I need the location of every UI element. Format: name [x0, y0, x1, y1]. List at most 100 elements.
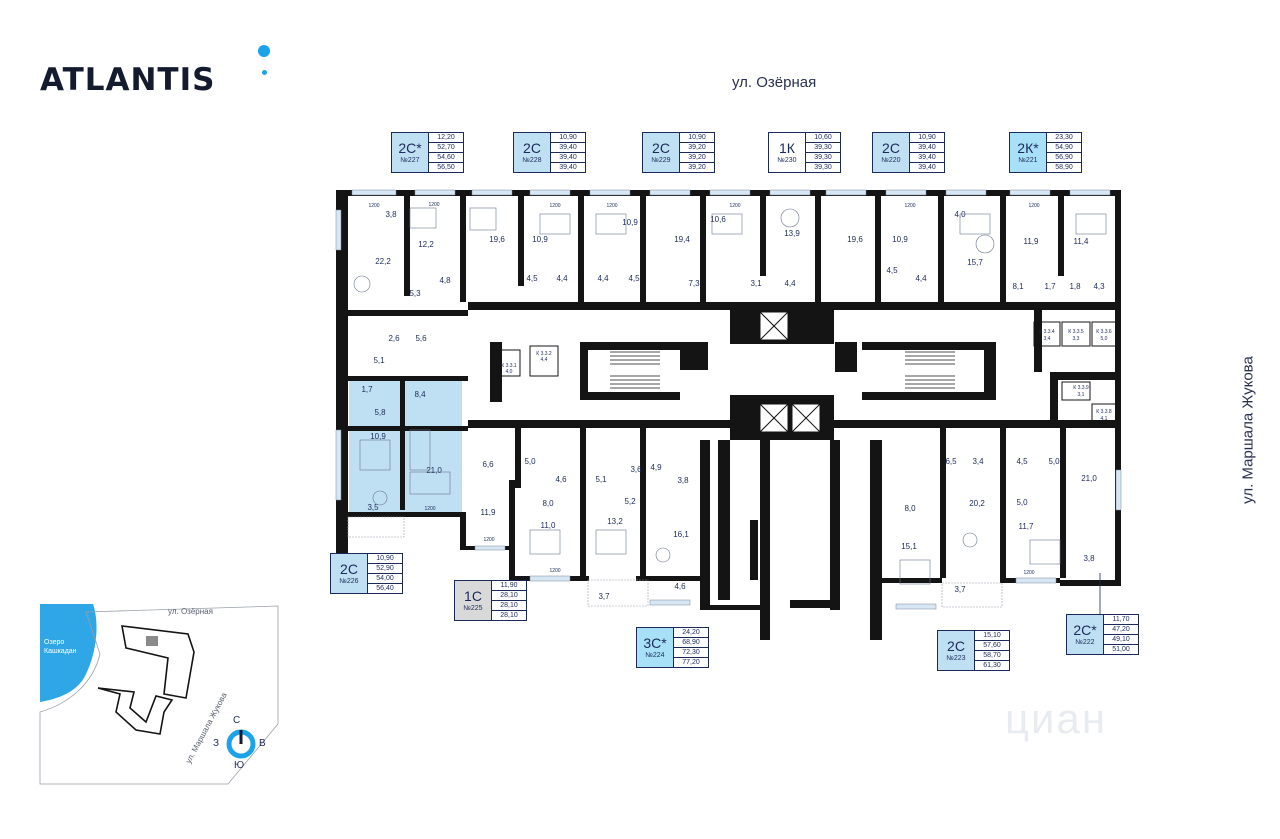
room-area: 8,0: [904, 504, 916, 513]
room-area: 4,5: [628, 274, 640, 283]
tag-value: 49,10: [1104, 635, 1138, 645]
room-area: 3,8: [1083, 554, 1095, 563]
tag-value: 10,60: [806, 133, 840, 143]
room-area: 4,4: [597, 274, 609, 283]
window-width: 1200: [1023, 570, 1034, 576]
window-width: 1200: [606, 203, 617, 209]
storage-label: К 3.3.4: [1039, 329, 1055, 335]
storage-label: К 3.3.6: [1096, 329, 1112, 335]
room-area: 3,8: [385, 210, 397, 219]
apartment-type: 2С*: [1073, 622, 1097, 638]
logo-dot-icon: [258, 45, 270, 57]
apartment-number: №225: [463, 605, 483, 612]
tag-value: 10,90: [368, 554, 402, 564]
site-buildings: [97, 625, 195, 735]
tag-value: 12,20: [429, 133, 463, 143]
room-area: 12,2: [418, 240, 434, 249]
room-area: 4,8: [439, 276, 451, 285]
room-area: 2,6: [388, 334, 400, 343]
room-area: 3,8: [677, 476, 689, 485]
apartment-number: №229: [651, 157, 671, 164]
room-area: 4,9: [650, 463, 662, 472]
room-area: 19,4: [674, 235, 690, 244]
tag-value: 28,10: [500, 612, 518, 619]
window-width: 1200: [904, 203, 915, 209]
room-area: 5,0: [524, 457, 536, 466]
storage-label: 3,1: [1078, 392, 1085, 398]
site-street-right: ул. Маршала Жукова: [184, 691, 229, 765]
room-area: 10,9: [370, 432, 386, 441]
compass-south: Ю: [234, 760, 245, 771]
room-area: 11,9: [481, 508, 497, 517]
storage-label: 5,0: [1101, 336, 1108, 342]
site-boundary: [39, 605, 279, 785]
tag-value: 39,40: [551, 143, 585, 153]
room-labels-top: 3,8 12,2 19,6 10,9 10,9 19,4 10,6 13,9 1…: [375, 210, 1105, 298]
room-area: 10,6: [710, 215, 726, 224]
room-area: 8,4: [414, 390, 426, 399]
apartment-type: 3С*: [643, 635, 667, 651]
apartment-number: №227: [400, 157, 420, 164]
room-area: 21,0: [1081, 474, 1097, 483]
room-area: 11,4: [1074, 237, 1090, 246]
room-area: 19,6: [847, 235, 863, 244]
room-area: 5,0: [1048, 457, 1060, 466]
tag-value: 39,20: [680, 143, 714, 153]
room-area: 15,1: [901, 542, 917, 551]
room-area: 7,3: [688, 279, 700, 288]
apartment-type: 2К*: [1017, 140, 1039, 156]
room-area: 4,5: [1016, 457, 1028, 466]
room-area: 5,3: [409, 289, 421, 298]
storage-label: 3,3: [1073, 336, 1080, 342]
window-width: 1200: [483, 537, 494, 543]
room-area: 5,0: [1016, 498, 1028, 507]
tag-value: 58,70: [975, 651, 1009, 661]
tag-value: 56,40: [376, 585, 394, 592]
room-area: 10,9: [532, 235, 548, 244]
room-labels-bottom: 6,6 5,0 4,6 5,1 3,6 4,9 3,8 5,2 8,0 11,9…: [481, 457, 1098, 601]
tag-value: 39,30: [814, 164, 832, 171]
window-width: 1200: [729, 203, 740, 209]
compass-east: В: [259, 738, 266, 749]
room-area: 16,1: [673, 530, 689, 539]
storage-labels: К 3.3.1 4,0 К 3.3.2 4,4 К 3.3.4 3,4 К 3.…: [501, 329, 1112, 422]
tag-value: 23,30: [1047, 133, 1081, 143]
tag-value: 28,10: [492, 601, 526, 611]
tag-value: 54,60: [429, 153, 463, 163]
room-area: 3,7: [954, 585, 966, 594]
apartment-number: №220: [881, 157, 901, 164]
room-area: 10,9: [892, 235, 908, 244]
site-street-top: ул. Озёрная: [168, 607, 213, 616]
tag-value: 52,70: [429, 143, 463, 153]
tag-value: 54,90: [1047, 143, 1081, 153]
tag-value: 77,20: [682, 659, 700, 666]
apartment-number: №228: [522, 157, 542, 164]
room-area: 13,2: [607, 517, 623, 526]
site-current-section: [146, 636, 158, 646]
tag-value: 52,90: [368, 564, 402, 574]
street-top-label: ул. Озёрная: [732, 74, 817, 91]
tag-value: 72,30: [674, 648, 708, 658]
tag-value: 11,90: [492, 581, 526, 591]
tag-value: 58,90: [1055, 164, 1073, 171]
tag-value: 39,20: [680, 153, 714, 163]
storage-label: 4,4: [541, 357, 548, 363]
window-width: 1200: [549, 203, 560, 209]
elevators: [759, 311, 821, 433]
room-area: 11,0: [541, 521, 557, 530]
tag-value: 47,20: [1104, 625, 1138, 635]
storage-label: 4,1: [1101, 416, 1108, 422]
windows: [335, 189, 1122, 610]
room-area: 8,0: [542, 499, 554, 508]
